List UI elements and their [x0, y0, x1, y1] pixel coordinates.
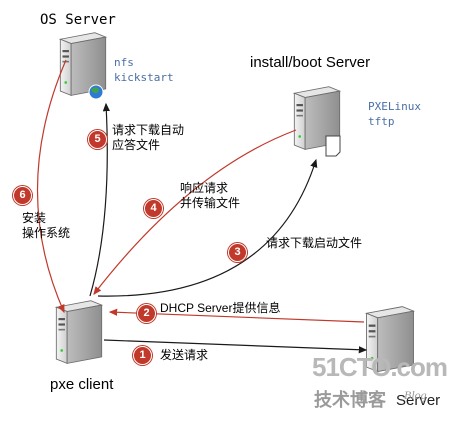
- arrow-step-5: [89, 102, 110, 297]
- step-4-text-line-1: 响应请求: [180, 181, 229, 195]
- step-6-text-line-1: 安装: [22, 211, 47, 225]
- install-server-icon: [293, 86, 341, 157]
- os-server-icon: [59, 32, 107, 100]
- step-3-text: 请求下载启动文件: [266, 236, 363, 250]
- step-5-text-line-1: 请求下载自动: [112, 123, 185, 137]
- arrow-step-1: [103, 339, 368, 354]
- step-1-badge: 1: [133, 346, 152, 365]
- install-server-label: install/boot Server: [250, 54, 371, 71]
- os-server-label: OS Server: [40, 12, 116, 28]
- watermark-site: 51CTO.com: [312, 352, 448, 382]
- install-service-pxelinux: PXELinux: [368, 100, 421, 113]
- pxe-client-label: pxe client: [50, 376, 114, 393]
- step-1-text: 发送请求: [160, 348, 209, 362]
- arrow-step-4: [93, 129, 297, 295]
- step-4-text-line-2: 并传输文件: [180, 196, 241, 210]
- step-6-text-line-2: 操作系统: [22, 226, 71, 240]
- os-service-nfs: nfs: [114, 56, 134, 69]
- arrow-step-6: [36, 59, 67, 314]
- watermark-tag: Blog: [404, 388, 427, 402]
- watermark-sub: 技术博客: [314, 390, 386, 410]
- step-4-badge: 4: [144, 199, 163, 218]
- dhcp-server-label: Server: [396, 392, 441, 409]
- install-service-tftp: tftp: [368, 115, 395, 128]
- step-2-badge: 2: [137, 304, 156, 323]
- os-service-kickstart: kickstart: [114, 71, 174, 84]
- step-5-badge: 5: [88, 130, 107, 149]
- arrow-step-3: [97, 158, 318, 297]
- step-2-text: DHCP Server提供信息: [160, 301, 281, 315]
- step-5-text-line-2: 应答文件: [112, 138, 161, 152]
- step-3-badge: 3: [228, 243, 247, 262]
- step-6-badge: 6: [13, 186, 32, 205]
